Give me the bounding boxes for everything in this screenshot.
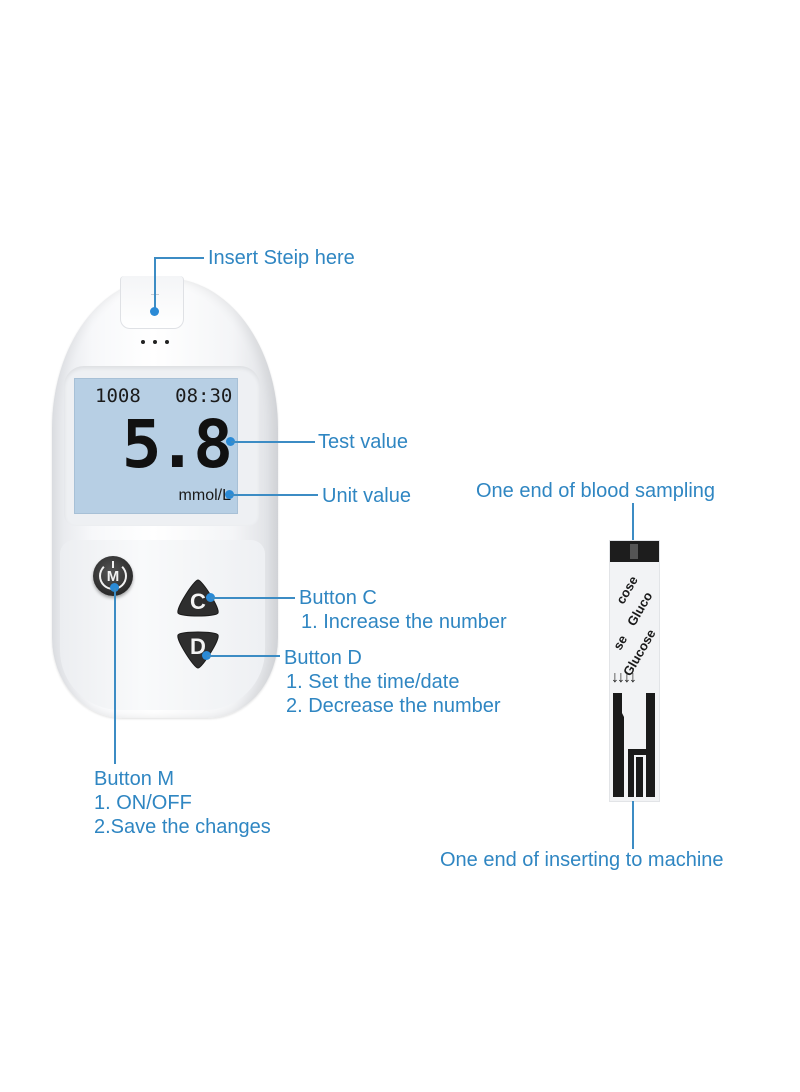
callout-line: [154, 257, 204, 259]
callout-line: [230, 494, 318, 496]
sample-channel: [630, 544, 638, 559]
test-strip: cose Gluco se Glucose ↓↓↓↓: [609, 540, 660, 802]
callout-dot: [206, 593, 215, 602]
lcd-screen: 1008 08:30 5.8 mmol/L: [74, 378, 238, 514]
callout-test-value: Test value: [318, 431, 409, 453]
button-c-title: Button C: [299, 587, 377, 609]
callout-line: [207, 655, 280, 657]
button-d-title: Button D: [284, 647, 362, 669]
button-c-label: C: [190, 589, 206, 614]
callout-dot: [150, 307, 159, 316]
callout-line: [231, 441, 315, 443]
button-c-desc-1: 1. Increase the number: [301, 611, 507, 633]
callout-insert-strip: Insert Steip here: [208, 247, 355, 269]
lcd-time: 08:30: [175, 385, 233, 407]
callout-line: [632, 503, 634, 541]
button-d-desc-2: 2. Decrease the number: [286, 695, 501, 717]
indicator-dot: [165, 340, 169, 344]
lcd-unit: mmol/L: [178, 487, 231, 504]
button-m-title: Button M: [94, 768, 175, 790]
insert-direction-arrows-icon: ↓↓↓↓: [611, 669, 637, 686]
button-d-label: D: [190, 634, 206, 659]
button-d[interactable]: D: [174, 630, 222, 670]
callout-button-c: Button C 1. Increase the number: [299, 586, 507, 634]
callout-line: [211, 597, 295, 599]
callout-dot: [202, 651, 211, 660]
callout-unit-value: Unit value: [322, 485, 411, 507]
electrode-contacts-icon: [613, 693, 655, 797]
strip-insert-slot: [120, 276, 184, 329]
indicator-dot: [153, 340, 157, 344]
button-d-desc-1: 1. Set the time/date: [286, 671, 460, 693]
callout-dot: [226, 437, 235, 446]
lcd-test-value: 5.8: [121, 406, 233, 483]
button-m-desc-1: 1. ON/OFF: [94, 792, 192, 814]
callout-dot: [110, 583, 119, 592]
lcd-date: 1008: [95, 385, 141, 407]
callout-line: [154, 257, 156, 313]
callout-insert-end: One end of inserting to machine: [440, 849, 724, 871]
callout-line: [632, 801, 634, 849]
lcd-datetime: 1008 08:30: [95, 385, 232, 407]
strip-print: se: [610, 632, 631, 653]
callout-blood-sampling-end: One end of blood sampling: [476, 480, 716, 502]
button-panel: [60, 540, 265, 710]
indicator-dot: [141, 340, 145, 344]
callout-dot: [225, 490, 234, 499]
callout-line: [114, 588, 116, 764]
blood-sampling-tip: [610, 541, 659, 562]
callout-button-d: Button D 1. Set the time/date 2. Decreas…: [284, 646, 501, 718]
callout-button-m: Button M 1. ON/OFF 2.Save the changes: [94, 767, 271, 839]
button-m-desc-2: 2.Save the changes: [94, 816, 271, 838]
power-icon-stem: [112, 561, 114, 568]
button-m-label: M: [106, 567, 120, 585]
